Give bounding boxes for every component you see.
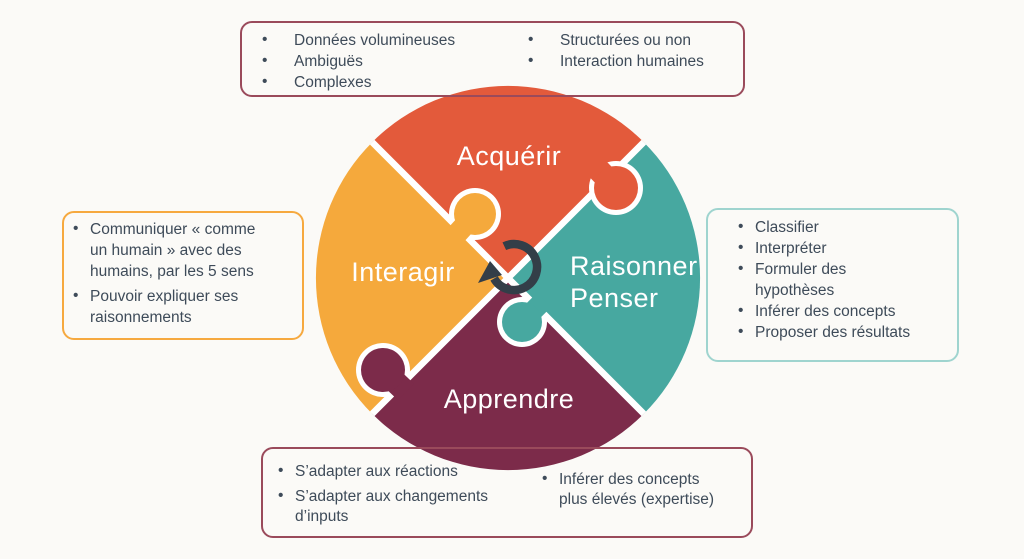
bullet-list: S’adapter aux réactions S’adapter aux ch… [278, 461, 542, 536]
list-item: Interaction humaines [528, 50, 704, 72]
list-item: Inférer des concepts plus élevés (expert… [542, 469, 714, 510]
puzzle-knob-orange [585, 157, 643, 215]
annotation-box-acquerir: Données volumineuses Ambiguës Complexes … [240, 21, 745, 97]
label-raisonner: Raisonner [570, 251, 698, 281]
list-item: S’adapter aux changements d’inputs [278, 486, 542, 527]
quadrant-apprendre [372, 278, 644, 471]
puzzle-knob-maroon [356, 343, 414, 401]
quadrant-acquerir [372, 85, 644, 279]
list-item: Complexes [262, 71, 528, 93]
bullet-list: Inférer des concepts plus élevés (expert… [542, 462, 714, 536]
label-interagir: Interagir [351, 257, 455, 287]
list-item: Données volumineuses [262, 29, 528, 51]
list-item: Structurées ou non [528, 29, 704, 51]
cycle-arrow-icon [478, 239, 542, 295]
list-item: Inférer des concepts [738, 300, 955, 322]
quadrant-interagir [315, 142, 508, 414]
quadrant-raisonner [508, 142, 701, 414]
bullet-list: Classifier Interpréter Formuler des hypo… [738, 216, 955, 343]
annotation-box-interagir: Communiquer « comme un humain » avec des… [62, 211, 304, 340]
label-acquerir: Acquérir [457, 141, 562, 171]
puzzle-knob-teal [497, 292, 552, 347]
puzzle-knob-yellow [447, 188, 501, 244]
list-item: Formuler des hypothèses [738, 258, 955, 301]
list-item: Proposer des résultats [738, 321, 955, 343]
annotation-box-apprendre: S’adapter aux réactions S’adapter aux ch… [261, 447, 753, 538]
bullet-list: Communiquer « comme un humain » avec des… [73, 218, 298, 328]
list-item: Ambiguës [262, 50, 528, 72]
list-item: Pouvoir expliquer ses raisonnements [73, 285, 298, 328]
bullet-list: Données volumineuses Ambiguës Complexes [262, 29, 528, 95]
list-item: S’adapter aux réactions [278, 461, 542, 482]
list-item: Interpréter [738, 237, 955, 259]
label-penser: Penser [570, 283, 659, 313]
list-item: Communiquer « comme un humain » avec des… [73, 218, 298, 282]
label-apprendre: Apprendre [444, 384, 575, 414]
list-item: Classifier [738, 216, 955, 238]
annotation-box-raisonner: Classifier Interpréter Formuler des hypo… [706, 208, 959, 362]
bullet-list: Structurées ou non Interaction humaines [528, 29, 704, 95]
